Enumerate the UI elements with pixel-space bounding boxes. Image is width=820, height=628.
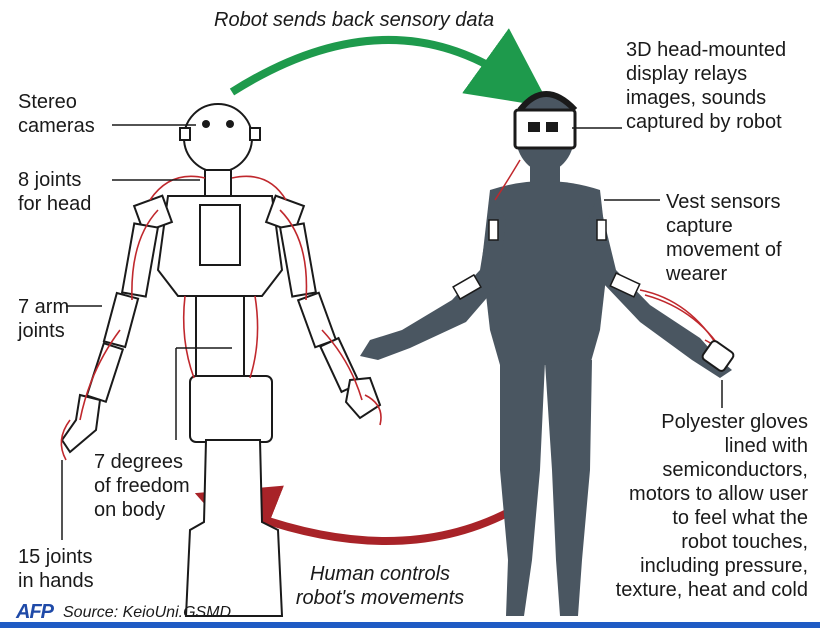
hand-joints-label: 15 joints in hands [18,545,94,593]
head-joints-label: 8 joints for head [18,168,91,216]
afp-logo: AFP [16,601,53,624]
stereo-camera-right-icon [226,120,234,128]
footer-bar [0,622,820,628]
vest-sensors-label: Vest sensors capture movement of wearer [666,190,782,286]
arm-joints-label: 7 arm joints [18,295,69,343]
source-text: Source: KeioUni.GSMD [63,604,231,622]
stereo-cameras-label: Stereo cameras [18,90,95,138]
sensory-data-arrow [232,40,518,92]
control-arrow-label: Human controls robot's movements [282,562,478,610]
stereo-camera-left-icon [202,120,210,128]
gloves-label: Polyester gloves lined with semiconducto… [616,410,808,602]
source-credit: AFP Source: KeioUni.GSMD [16,601,231,624]
sensory-arrow-label: Robot sends back sensory data [214,8,494,32]
body-dof-label: 7 degrees of freedom on body [94,450,190,522]
display-label: 3D head-mounted display relays images, s… [626,38,786,134]
